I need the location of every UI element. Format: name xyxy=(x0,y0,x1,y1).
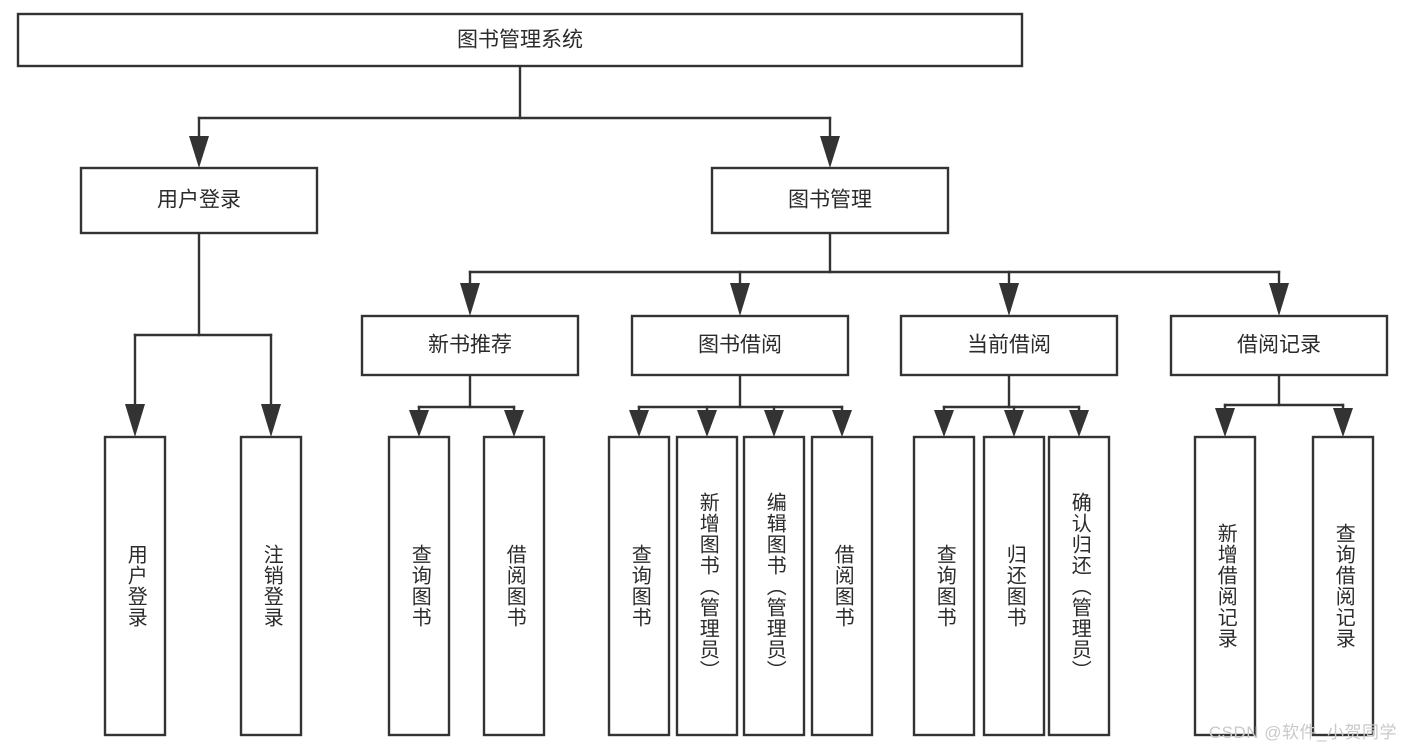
connector-group-book-borrow xyxy=(629,373,852,437)
connector-group-root xyxy=(189,64,840,168)
node-book-borrow[interactable]: 图书借阅 xyxy=(630,314,850,377)
node-user-login-label: 用户登录 xyxy=(157,189,241,212)
arrow-head-leaf-logout xyxy=(261,404,281,437)
leaf-box-bb-edit-book[interactable] xyxy=(742,435,806,737)
leaf-box-nbr-query-book[interactable] xyxy=(387,435,451,737)
node-new-book-recommend[interactable]: 新书推荐 xyxy=(360,314,580,377)
node-root-box[interactable] xyxy=(16,12,1024,68)
arrow-head-bb-leaf-4 xyxy=(832,410,852,437)
node-book-borrow-box[interactable] xyxy=(630,314,850,377)
arrow-head-borrow-record xyxy=(1269,283,1289,316)
node-borrow-record-box[interactable] xyxy=(1169,314,1389,377)
arrow-head-bb-leaf-2 xyxy=(697,410,717,437)
node-new-book-recommend-box[interactable] xyxy=(360,314,580,377)
node-borrow-record-label: 借阅记录 xyxy=(1237,334,1321,357)
node-new-book-recommend-label: 新书推荐 xyxy=(428,334,512,357)
leaf-box-bb-add-book[interactable] xyxy=(675,435,739,737)
leaf-box-cb-return-book[interactable] xyxy=(982,435,1046,737)
leaf-box-nbr-borrow-book[interactable] xyxy=(482,435,546,737)
arrow-head-book-manage xyxy=(820,136,840,168)
arrow-head-nbr-leaf-1 xyxy=(409,410,429,437)
node-current-borrow-box[interactable] xyxy=(899,314,1119,377)
node-borrow-record[interactable]: 借阅记录 xyxy=(1169,314,1389,377)
arrow-head-user-login xyxy=(189,136,209,168)
arrow-head-br-leaf-2 xyxy=(1333,408,1353,437)
arrow-head-new-book-recommend xyxy=(460,283,480,316)
leaf-box-bb-borrow-book[interactable] xyxy=(810,435,874,737)
node-book-manage[interactable]: 图书管理 xyxy=(710,166,950,235)
node-book-borrow-label: 图书借阅 xyxy=(698,334,782,357)
connector-group-current-borrow xyxy=(934,373,1089,437)
connector-group-new-book-recommend xyxy=(409,373,524,437)
arrow-head-nbr-leaf-2 xyxy=(504,410,524,437)
arrow-head-cb-leaf-2 xyxy=(1004,410,1024,437)
leaf-box-cb-confirm-return[interactable] xyxy=(1047,435,1111,737)
arrow-head-leaf-user-login xyxy=(125,404,145,437)
leaf-boxes xyxy=(103,435,1375,737)
arrow-head-bb-leaf-1 xyxy=(629,410,649,437)
arrow-head-book-borrow xyxy=(730,283,750,316)
leaf-box-bb-query-book[interactable] xyxy=(607,435,671,737)
arrow-head-current-borrow xyxy=(999,283,1019,316)
connector-group-book-manage xyxy=(460,231,1289,316)
node-user-login[interactable]: 用户登录 xyxy=(79,166,319,235)
arrow-head-cb-leaf-3 xyxy=(1069,410,1089,437)
node-book-manage-label: 图书管理 xyxy=(788,189,872,212)
watermark: CSDN @软件_小贺同学 xyxy=(1208,723,1397,742)
arrow-head-bb-leaf-3 xyxy=(764,410,784,437)
node-user-login-box[interactable] xyxy=(79,166,319,235)
connector-group-borrow-record xyxy=(1215,373,1353,437)
arrow-head-br-leaf-1 xyxy=(1215,408,1235,437)
node-book-manage-box[interactable] xyxy=(710,166,950,235)
node-current-borrow[interactable]: 当前借阅 xyxy=(899,314,1119,377)
node-root[interactable]: 图书管理系统 xyxy=(16,12,1024,68)
leaf-box-logout[interactable] xyxy=(239,435,303,737)
node-current-borrow-label: 当前借阅 xyxy=(967,334,1051,357)
node-root-label: 图书管理系统 xyxy=(457,29,583,52)
leaf-box-user-login[interactable] xyxy=(103,435,167,737)
leaf-box-br-add-record[interactable] xyxy=(1193,435,1257,737)
leaf-box-cb-query-book[interactable] xyxy=(912,435,976,737)
leaf-box-br-query-record[interactable] xyxy=(1311,435,1375,737)
arrow-head-cb-leaf-1 xyxy=(934,410,954,437)
connector-group-user-login xyxy=(125,231,281,437)
